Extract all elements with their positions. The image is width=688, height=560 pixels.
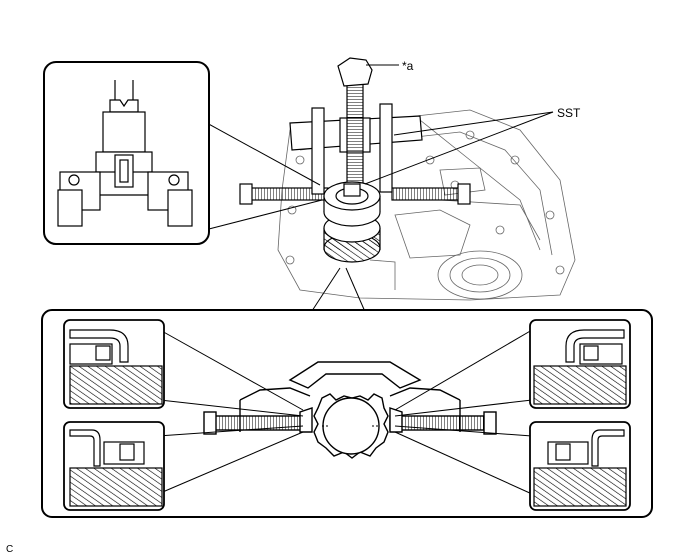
callout-label-a: *a	[402, 59, 414, 73]
gear-puller-sst	[239, 57, 471, 263]
sub-callout-bottom-right	[529, 421, 631, 511]
sub-callout-top-right	[529, 319, 631, 409]
callout-label-sst: SST	[557, 106, 581, 120]
sub-callout-bottom-left	[63, 421, 165, 511]
detail-callout-top	[43, 61, 210, 245]
pointer-lines	[204, 64, 554, 315]
detail-callout-bottom	[41, 309, 653, 518]
figure-code: C	[6, 544, 14, 555]
sub-callout-top-left	[63, 319, 165, 409]
